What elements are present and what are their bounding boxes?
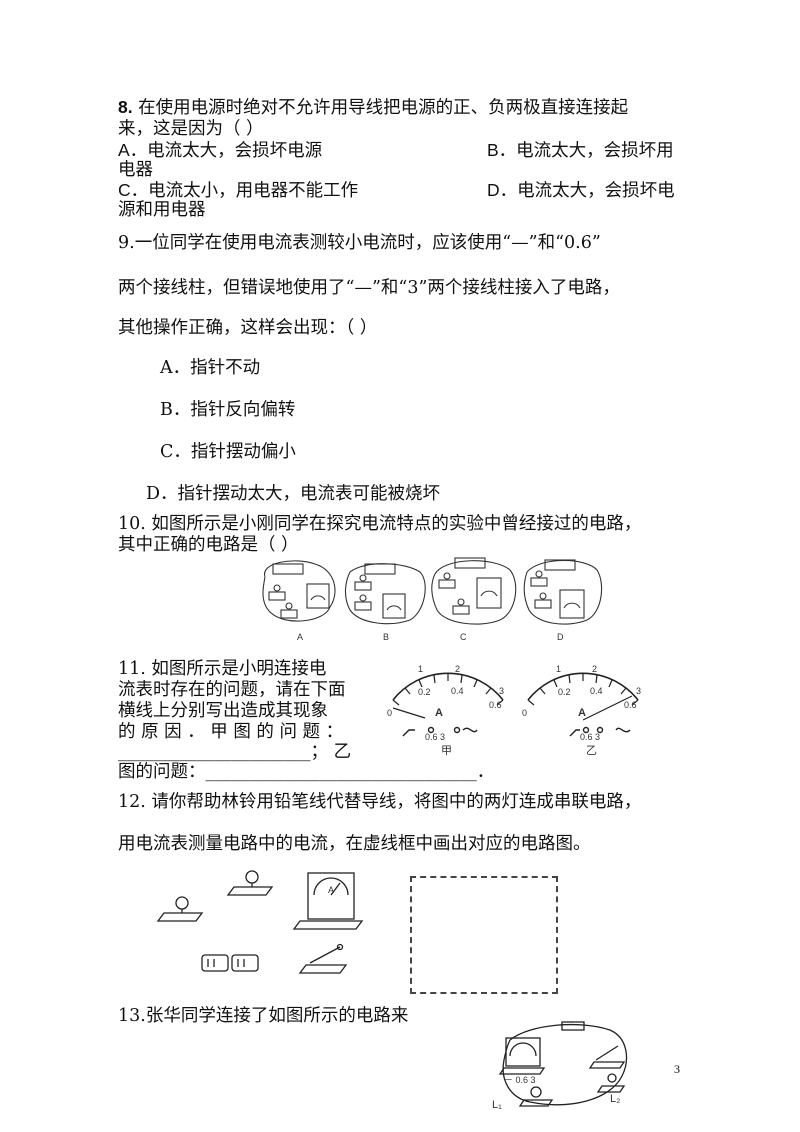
q11-yi-scale-06: 0.6 [624,700,637,710]
q11-line4: 的 原 因 ． 甲 图 的 问 题 ： [118,722,344,742]
q12-ammeter-unit: A [328,885,334,895]
q10-label-d: D [557,632,564,642]
q13-terminals: － 0.6 3 [504,1075,536,1085]
q9-line3: 其他操作正确，这样会出现：（ ） [118,318,378,338]
q12-line1: 12. 请你帮助林铃用铅笔线代替导线，将图中的两灯连成串联电路， [118,792,642,812]
q11-jia-scale-0: 0 [387,708,392,718]
q11-jia-scale-04: 0.4 [451,686,464,696]
q11-line3: 横线上分别写出造成其现象 [118,701,328,721]
q10-label-c: C [460,632,467,642]
q8-line2: 来，这是因为（ ） [118,119,264,139]
q11-jia-terminals: 0.6 3 [425,732,445,742]
q11-yi-scale-3: 3 [636,686,641,696]
q11-jia-scale-06: 0.6 [489,700,502,710]
q11-jia-caption: 甲 [441,745,452,757]
q12-line2: 用电流表测量电路中的电流，在虚线框中画出对应的电路图。 [118,834,591,854]
q13-line1: 13.张华同学连接了如图所示的电路来 [118,1006,409,1026]
q11-jia-scale-1: 1 [418,664,423,674]
q11-line6: 图的问题：_______________________________． [118,762,495,782]
q11-meter-jia: 0 1 2 3 0.2 0.4 0.6 A 0.6 3 甲 [387,664,504,757]
q11-jia-scale-3: 3 [499,686,504,696]
q8-option-b-cont: 电器 [118,160,153,180]
q11-yi-scale-2: 2 [592,664,597,674]
q10-label-b: B [383,632,389,642]
q11-yi-scale-0: 0 [522,708,527,718]
q11-jia-unit: A [435,707,443,719]
q11-jia-scale-02: 0.2 [418,687,431,697]
page-number: 3 [674,1062,680,1076]
q12-components-figure: A [156,870,364,974]
q13-label-l2: L₂ [610,1093,620,1105]
q11-yi-caption: 乙 [586,744,597,757]
q9-option-d: D．指针摆动太大，电流表可能被烧坏 [146,484,441,504]
q9-line1: 9.一位同学在使用电流表测较小电流时，应该使用“—”和“0.6” [118,233,601,253]
q8-option-d-cont: 源和用电器 [118,200,206,220]
q11-yi-unit: A [578,707,586,719]
q8-option-d: D．电流太大，会损坏电 [487,180,675,200]
q10-label-a: A [297,632,303,642]
q8-option-b: B．电流太大，会损坏用 [487,140,674,160]
q11-line1: 11. 如图所示是小明连接电 [118,659,327,679]
q11-yi-terminals: 0.6 3 [580,732,600,742]
q11-line2: 流表时存在的问题，请在下面 [118,680,346,700]
q11-yi-scale-02: 0.2 [558,687,571,697]
q8-option-a: A．电流太大，会损坏电源 [118,140,323,160]
q11-jia-scale-2: 2 [455,664,460,674]
q11-meter-yi: 0 1 2 3 0.2 0.4 0.6 A 0.6 3 乙 [522,664,641,757]
q10-line2: 其中正确的电路是（ ） [118,535,299,555]
q8-number: 8. [118,97,133,117]
q9-option-a: A．指针不动 [160,358,261,378]
q8-option-c: C．电流太小，用电器不能工作 [118,180,359,200]
q9-option-b: B．指针反向偏转 [160,400,296,420]
q10-circuit-figure: A B C D [262,557,603,642]
q12-answer-box[interactable] [410,876,558,994]
q10-line1: 10. 如图所示是小刚同学在探究电流特点的实验中曾经接过的电路， [118,514,642,534]
q9-line2: 两个接线柱，但错误地使用了“—”和“3”两个接线柱接入了电路， [118,278,620,298]
q13-label-l1: L₁ [492,1099,502,1111]
q8-line1: 8. 在使用电源时绝对不允许用导线把电源的正、负两极直接连接起 [118,97,629,118]
q11-line5: ______________________； 乙 [118,742,352,762]
q9-option-c: C．指针摆动偏小 [160,442,296,462]
q11-yi-scale-1: 1 [556,664,561,674]
q13-circuit-figure: － 0.6 3 L₁ L₂ [492,1021,628,1111]
q11-yi-scale-04: 0.4 [590,686,603,696]
